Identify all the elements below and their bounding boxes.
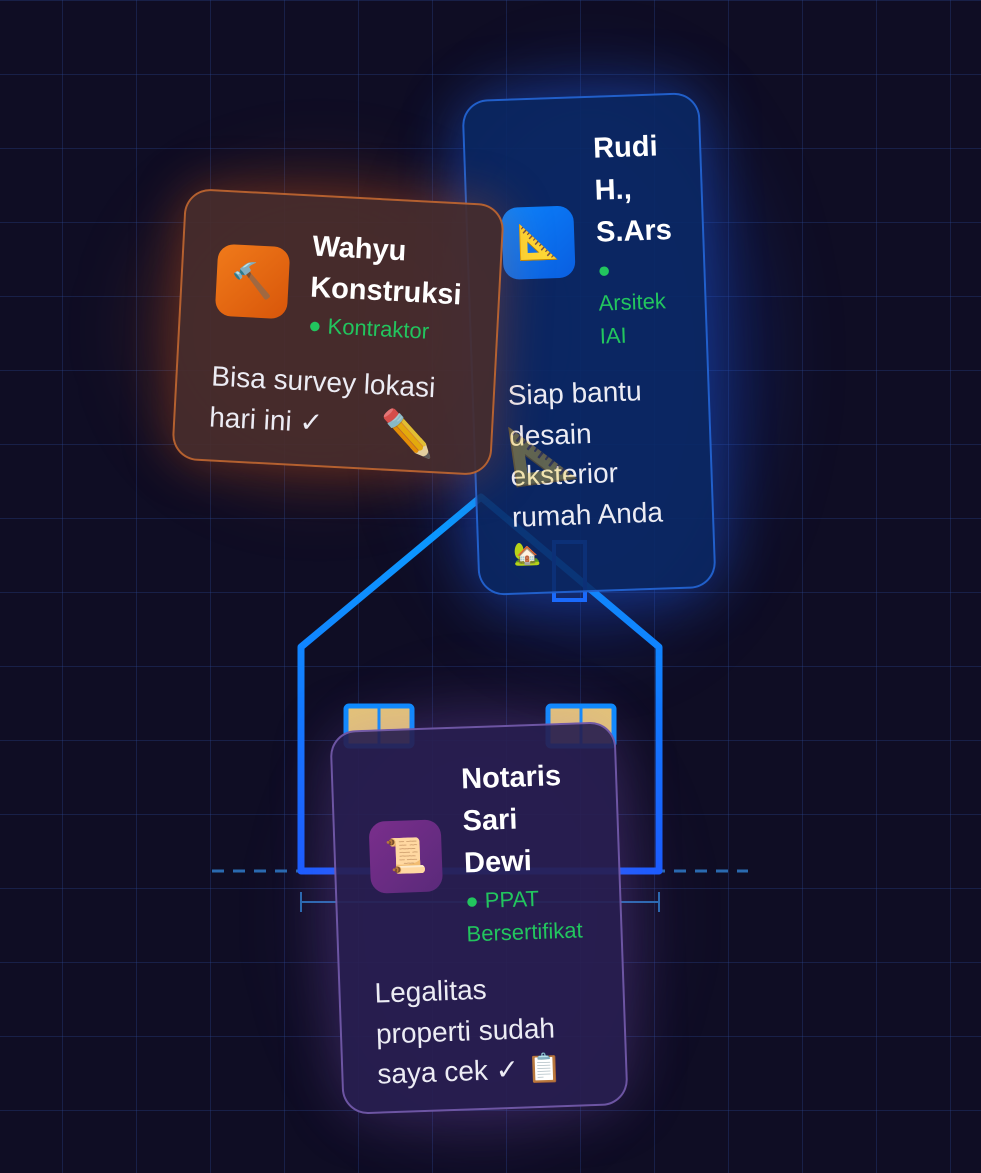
card-name: Notaris Sari Dewi (460, 760, 562, 880)
card-role: ● Arsitek IAI (596, 257, 667, 349)
scroll-icon: 📜 (368, 819, 444, 894)
card-message: Legalitas properti sudah saya cek ✓ 📋 (374, 973, 563, 1090)
card-role: ● PPAT Bersertifikat (464, 886, 584, 947)
pencil-icon: ✏️ (378, 408, 436, 461)
card-name: Rudi H., S.Ars (592, 130, 673, 249)
card-wahyu[interactable]: 🔨 Wahyu Konstruksi ● Kontraktor Bisa sur… (171, 187, 505, 477)
card-name: Wahyu Konstruksi (309, 230, 463, 312)
card-notaris[interactable]: 📜 Notaris Sari Dewi ● PPAT Bersertifikat… (329, 721, 629, 1115)
triangular-ruler-icon: 📐 (501, 205, 576, 280)
hammer-icon: 🔨 (214, 243, 291, 319)
card-rudi[interactable]: 📐 Rudi H., S.Ars ● Arsitek IAI Siap bant… (461, 91, 717, 597)
ruler-decoration-icon: 📐 (503, 416, 582, 489)
